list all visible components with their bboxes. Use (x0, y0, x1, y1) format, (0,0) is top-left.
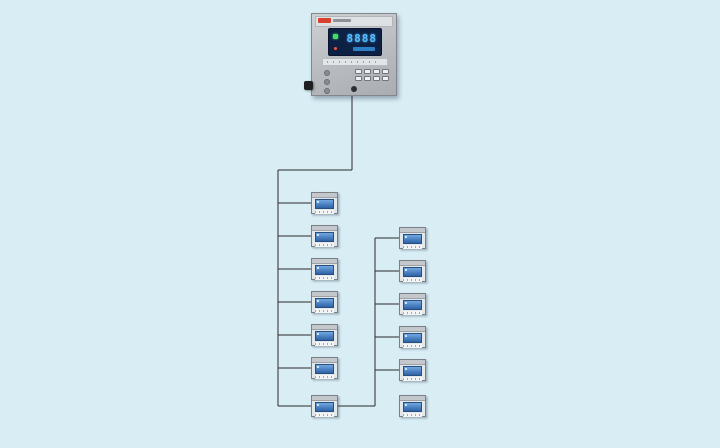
keypad-button (355, 69, 362, 74)
brand-logo-text (333, 19, 351, 22)
sensor-module-left-6 (311, 357, 338, 379)
sensor-module-display (403, 402, 422, 412)
sensor-module-cap (312, 259, 337, 264)
side-knob (304, 81, 313, 90)
sensor-module-cap (312, 325, 337, 330)
keypad-button (364, 76, 371, 81)
sensor-module-display (403, 366, 422, 376)
sensor-module-left-3 (311, 258, 338, 280)
brand-logo (318, 18, 331, 23)
sensor-module-terminals (315, 309, 334, 313)
sensor-module-cap (400, 228, 425, 233)
display-digits: 8888 (346, 32, 377, 45)
sensor-module-terminals (403, 245, 422, 249)
sensor-module-display (403, 267, 422, 277)
sensor-module-display (315, 199, 334, 209)
sensor-module-display (315, 298, 334, 308)
sensor-module-left-1 (311, 192, 338, 214)
sensor-module-cap (312, 396, 337, 401)
indicator-led (324, 88, 330, 94)
sensor-module-display (403, 333, 422, 343)
sensor-module-cap (400, 360, 425, 365)
controller-label-strip (322, 58, 388, 66)
sensor-module-cap (312, 358, 337, 363)
keypad-button (373, 69, 380, 74)
sensor-module-right-3 (399, 293, 426, 315)
sensor-module-right-1 (399, 227, 426, 249)
controller-top-strip (315, 16, 393, 27)
sensor-module-display (315, 402, 334, 412)
sensor-module-terminals (403, 377, 422, 381)
sensor-module-display (315, 364, 334, 374)
sensor-module-display (403, 300, 422, 310)
sensor-module-left-2 (311, 225, 338, 247)
keypad-button (382, 76, 389, 81)
sensor-module-display (403, 234, 422, 244)
sensor-module-terminals (315, 342, 334, 346)
sensor-module-display (315, 331, 334, 341)
indicator-led (324, 70, 330, 76)
sensor-module-left-7 (311, 395, 338, 417)
sensor-module-left-5 (311, 324, 338, 346)
sensor-module-terminals (315, 243, 334, 247)
sensor-module-cap (400, 327, 425, 332)
sensor-module-cap (400, 396, 425, 401)
sensor-module-terminals (315, 210, 334, 214)
indicator-led-column (324, 70, 330, 94)
keypad-button (364, 69, 371, 74)
sensor-module-terminals (403, 311, 422, 315)
gas-alarm-controller: 8888 (304, 13, 397, 96)
keypad-button (382, 69, 389, 74)
keyhole-icon (351, 86, 357, 92)
keypad-button (373, 76, 380, 81)
keypad-button-grid (355, 69, 389, 81)
sensor-module-display (315, 265, 334, 275)
sensor-module-terminals (403, 413, 422, 417)
sensor-module-right-5 (399, 359, 426, 381)
sensor-module-right-2 (399, 260, 426, 282)
sensor-module-terminals (315, 375, 334, 379)
sensor-module-display (315, 232, 334, 242)
keypad-button (355, 76, 362, 81)
sensor-module-right-6 (399, 395, 426, 417)
alarm-led (334, 47, 337, 50)
sensor-module-cap (312, 193, 337, 198)
sensor-module-terminals (315, 413, 334, 417)
power-led (333, 34, 338, 39)
sensor-module-terminals (403, 344, 422, 348)
sensor-module-cap (312, 292, 337, 297)
sensor-module-cap (400, 294, 425, 299)
sensor-module-left-4 (311, 291, 338, 313)
display-subrow (353, 47, 375, 51)
sensor-module-cap (400, 261, 425, 266)
sensor-module-cap (312, 226, 337, 231)
controller-display: 8888 (328, 28, 382, 56)
sensor-module-terminals (403, 278, 422, 282)
sensor-module-right-4 (399, 326, 426, 348)
sensor-module-terminals (315, 276, 334, 280)
indicator-led (324, 79, 330, 85)
